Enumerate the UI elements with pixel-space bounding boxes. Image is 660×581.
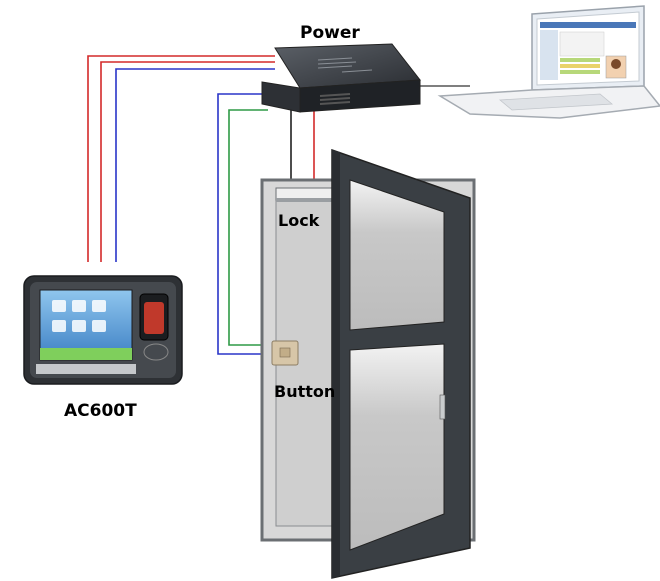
wire-blue-1 <box>115 68 275 262</box>
wire-red-1 <box>87 55 275 262</box>
wire-green <box>228 109 272 346</box>
wire-blue-2 <box>217 93 272 355</box>
button-label: Button <box>274 382 335 401</box>
ac600t-terminal: AC600T <box>23 275 183 421</box>
power-label: Power <box>300 23 360 43</box>
wires <box>87 55 470 355</box>
power-supply: Power <box>261 23 421 113</box>
laptop <box>437 5 660 119</box>
wire-red-2 <box>100 61 275 262</box>
door <box>331 148 471 579</box>
device-label: AC600T <box>64 401 137 421</box>
exit-button <box>271 340 299 366</box>
lock-label: Lock <box>278 211 320 230</box>
